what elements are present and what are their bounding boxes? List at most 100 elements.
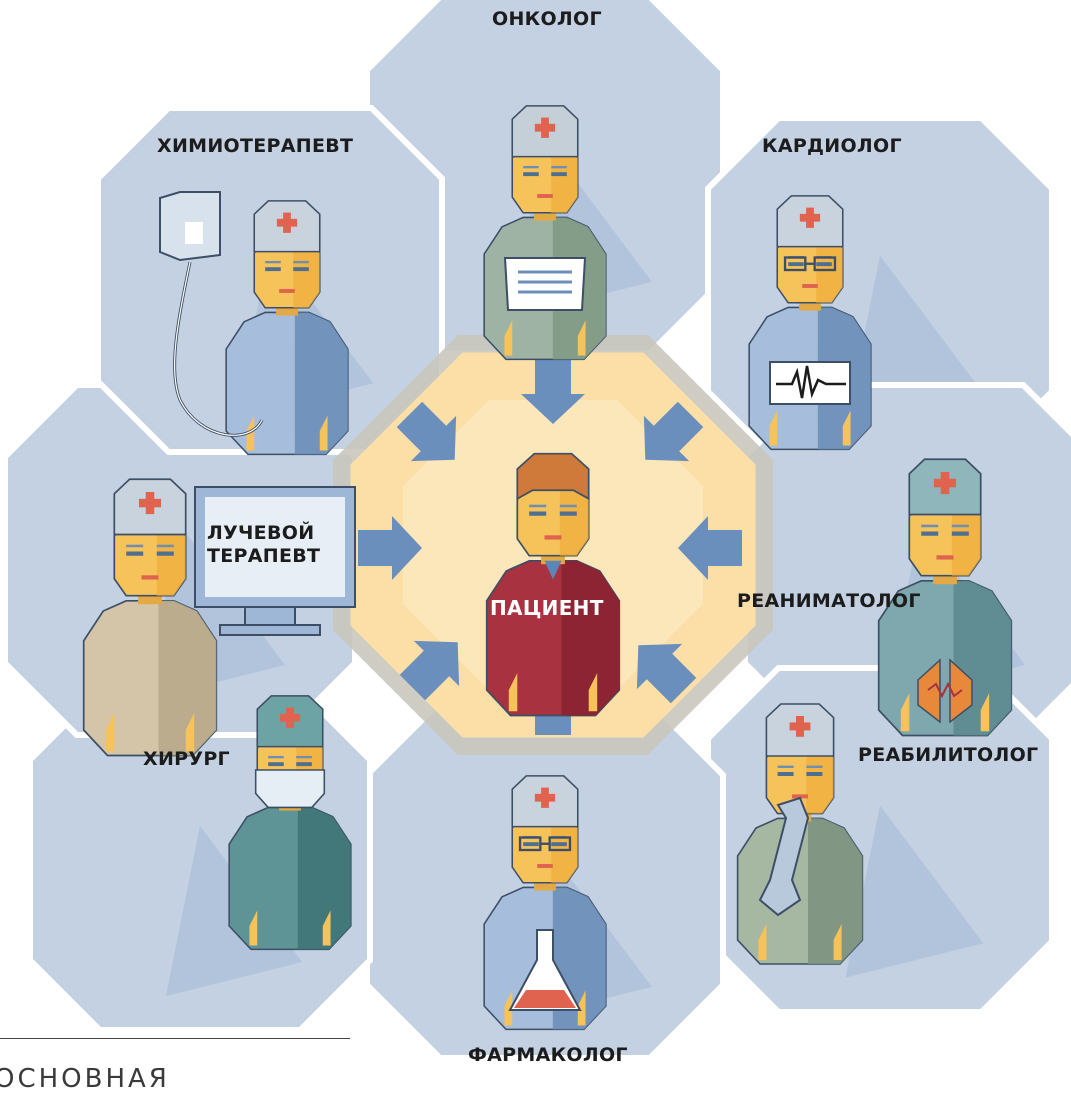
label-rehabilitologist: РЕАБИЛИТОЛОГ (858, 744, 1039, 766)
chemotherapist-figure-cross-icon (276, 212, 298, 233)
chemotherapist-figure-body-shade (294, 312, 348, 455)
arrow-bottom-right-shape (636, 643, 697, 704)
surgeon-figure-brow-right (296, 755, 312, 759)
oncologist-figure-hand-right (577, 320, 586, 356)
rehabilitologist-figure-cross-h (789, 722, 811, 731)
rehabilitologist-figure-eye-right (806, 772, 823, 776)
pharmacologist-figure-glasses-icon (518, 836, 572, 852)
rehabilitologist-figure-brow-left (777, 765, 794, 768)
pharmacologist-figure-eye-right (551, 842, 567, 847)
props (159, 191, 973, 1011)
radiotherapist-figure (82, 478, 218, 757)
caption-rule (0, 1038, 350, 1039)
resuscitator-figure-cross-h (933, 478, 957, 488)
patient-figure-hair (516, 452, 590, 501)
chemotherapist-figure-eye-right (293, 267, 309, 272)
monitor-icon (194, 486, 356, 636)
radiotherapist-figure-head-shade (156, 526, 186, 596)
chemotherapist-figure-brow-right (293, 260, 309, 264)
resuscitator-figure-head-shade (951, 506, 981, 576)
rehabilitologist-figure-hand-left (758, 924, 767, 960)
resuscitator-figure-hand-left (900, 693, 910, 732)
arrow-top-shape (521, 360, 585, 424)
arrow-bottom-left-shape (399, 640, 460, 701)
resuscitator-figure-brow-right (951, 524, 969, 528)
patient-figure-mouth (544, 535, 562, 540)
rehabilitologist-figure-head-shade (806, 748, 834, 814)
flask-icon (508, 929, 582, 1011)
caption-text: ОСНОВНАЯ (0, 1064, 170, 1094)
ecg-icon (769, 361, 851, 405)
oncologist-figure-brow-right (551, 165, 567, 169)
resuscitator-figure-brow-left (921, 524, 939, 528)
pharmacologist-figure-hand-left (504, 990, 513, 1026)
bone-icon (758, 796, 810, 917)
oncologist-figure-head-shade (551, 148, 578, 213)
radiotherapist-figure-eye-left (126, 551, 144, 556)
rehabilitologist-figure-eye-left (777, 772, 794, 776)
oncologist-figure-mouth (537, 194, 553, 198)
label-pharmacologist: ФАРМАКОЛОГ (468, 1044, 628, 1066)
document-sheet (503, 257, 587, 311)
monitor-base (219, 624, 321, 636)
label-radiotherapist: ЛУЧЕВОЙ ТЕРАПЕВТ (207, 522, 321, 567)
rehabilitologist-figure-mouth (792, 794, 808, 799)
arrow-left-shape (358, 516, 422, 580)
resuscitator-figure-eye-right (951, 531, 969, 536)
patient-figure-brow-right (559, 504, 577, 508)
label-patient: ПАЦИЕНТ (490, 596, 604, 620)
flask-liquid (514, 990, 576, 1008)
surgeon-figure-brow-left (268, 755, 284, 759)
cardiologist-figure-cross-icon (799, 207, 821, 228)
arrow-bottom-left (399, 640, 460, 701)
label-surgeon: ХИРУРГ (143, 748, 230, 770)
label-resuscitator: РЕАНИМАТОЛОГ (737, 590, 921, 612)
arrow-right (678, 516, 742, 580)
patient-figure-head-shade (559, 486, 589, 556)
chemotherapist-figure-hand-right (319, 415, 328, 451)
cardiologist-figure-cross-h (799, 213, 821, 222)
arrow-top (521, 360, 585, 424)
pharmacologist-figure-cross-h (534, 793, 556, 802)
arrow-left (358, 516, 422, 580)
resuscitator-figure-mouth (936, 555, 954, 560)
chemotherapist-figure-eye-left (265, 267, 281, 272)
surgeon-figure-cross-icon (279, 707, 301, 728)
chemotherapist-figure-cross-h (276, 218, 298, 227)
arrows (358, 360, 742, 735)
iv-tube-highlight (173, 261, 263, 436)
radiotherapist-figure-cross-icon (138, 492, 162, 515)
cardiologist-figure-hand-left (769, 410, 778, 446)
resuscitator-figure-cross-icon (933, 472, 957, 495)
chemotherapist-figure-head-shade (293, 243, 320, 308)
oncologist-figure-hand-left (504, 320, 513, 356)
arrow-top-left-shape (396, 401, 457, 462)
surgeon-figure-eye-left (268, 762, 284, 767)
resuscitator-figure (877, 458, 1013, 737)
document-icon (503, 257, 587, 311)
arrow-bottom-right (636, 643, 697, 704)
surgeon-figure-eye-right (296, 762, 312, 767)
patient-figure-eye-right (559, 511, 577, 516)
rehabilitologist-figure (736, 703, 864, 965)
arrow-top-left (396, 401, 457, 462)
surgeon-figure-body-shade (297, 807, 351, 950)
panel-shade-3 (845, 805, 984, 978)
radiotherapist-figure-hand-right (185, 713, 195, 752)
radiotherapist-figure-brow-left (126, 544, 144, 548)
lungs-icon (917, 658, 973, 724)
radiotherapist-figure-brow-right (156, 544, 174, 548)
resuscitator-figure-eye-left (921, 531, 939, 536)
surgeon-figure-hand-left (249, 910, 258, 946)
chemotherapist-figure-brow-left (265, 260, 281, 264)
pharmacologist-figure-cross-icon (534, 787, 556, 808)
iv-label (185, 222, 203, 244)
patient-figure-hand-right (588, 673, 598, 712)
radiotherapist-figure-mouth (141, 575, 159, 580)
surgeon-figure (228, 695, 352, 951)
patient-figure (485, 452, 621, 717)
monitor-stand (244, 606, 296, 626)
lung-left (917, 658, 941, 724)
cardiologist-figure-glasses-icon (783, 256, 837, 272)
